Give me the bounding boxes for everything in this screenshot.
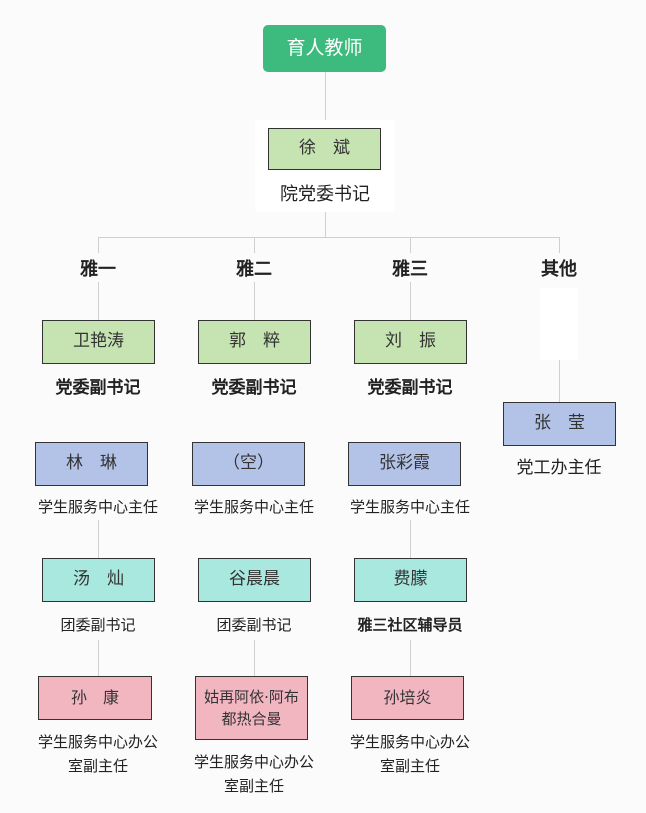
- node-name: 郭 粹: [198, 320, 311, 364]
- connector: [410, 640, 411, 676]
- connector: [410, 237, 411, 253]
- connector: [98, 237, 560, 238]
- head-name: 徐 斌: [268, 128, 381, 170]
- node-name: 孙 康: [38, 676, 152, 720]
- connector: [98, 640, 99, 676]
- connector: [98, 520, 99, 558]
- root-node: 育人教师: [263, 25, 386, 72]
- node-role: 学生服务中心办公室副主任: [38, 733, 159, 775]
- node-role: 学生服务中心主任: [37, 498, 158, 516]
- connector: [410, 520, 411, 558]
- node-role: 雅三社区辅导员: [357, 616, 463, 634]
- node-name: 张 莹: [503, 402, 616, 446]
- node-name: 张彩霞: [348, 442, 461, 486]
- node-name: 汤 灿: [42, 558, 155, 602]
- head-role: 院党委书记: [280, 184, 370, 205]
- node-name: 谷晨晨: [198, 558, 311, 602]
- node-name: 孙培炎: [351, 676, 464, 720]
- node-role: 团委副书记: [60, 616, 136, 634]
- node-role: 学生服务中心主任: [193, 498, 314, 516]
- node-name: （空）: [192, 442, 305, 486]
- connector: [325, 212, 326, 237]
- node-name: 姑再阿依·阿布都热合曼: [195, 676, 308, 740]
- node-role: 党委副书记: [367, 378, 453, 398]
- node-name: 卫艳涛: [42, 320, 155, 364]
- node-role: 党委副书记: [55, 378, 141, 398]
- node-name: 林 琳: [35, 442, 148, 486]
- node-role: 学生服务中心办公室副主任: [350, 733, 471, 775]
- node-role: 学生服务中心主任: [349, 498, 470, 516]
- empty-placeholder: [540, 288, 578, 360]
- node-role: 团委副书记: [216, 616, 292, 634]
- column-label: 其他: [541, 259, 577, 280]
- connector: [410, 282, 411, 320]
- column-label: 雅二: [236, 259, 272, 280]
- connector: [559, 360, 560, 402]
- connector: [559, 237, 560, 253]
- connector: [98, 237, 99, 253]
- node-name: 刘 振: [354, 320, 467, 364]
- node-role: 党工办主任: [516, 458, 602, 478]
- node-role: 党委副书记: [211, 378, 297, 398]
- connector: [254, 640, 255, 676]
- column-label: 雅一: [80, 259, 116, 280]
- connector: [254, 282, 255, 320]
- node-role: 学生服务中心办公室副主任: [194, 753, 315, 795]
- node-name: 费朦: [354, 558, 467, 602]
- connector: [98, 282, 99, 320]
- connector: [325, 72, 326, 120]
- connector: [254, 237, 255, 253]
- column-label: 雅三: [392, 259, 428, 280]
